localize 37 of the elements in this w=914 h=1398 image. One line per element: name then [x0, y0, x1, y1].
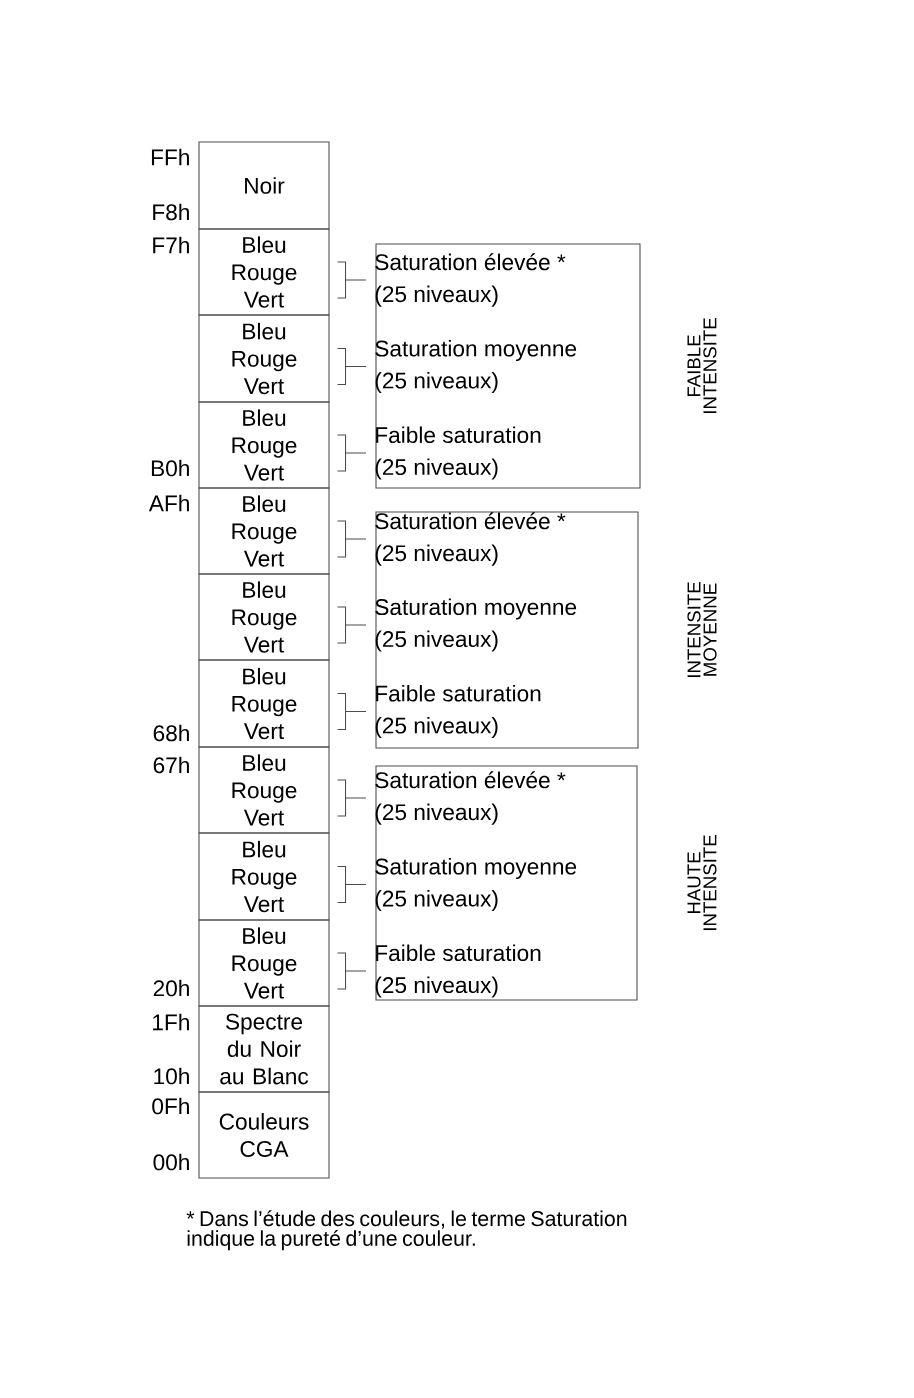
node-label: HAUTE INTENSITE	[687, 835, 717, 931]
hex-address-label: F8h	[153, 203, 189, 221]
footnote: * Dans l’étude des couleurs, le terme Saturation indique la pureté d’une couleur.	[186, 1210, 627, 1251]
memory-cell: Noir	[198, 141, 330, 230]
node-label: INTENSITE MOYENNE	[687, 582, 717, 678]
saturation-label: Saturation moyenne (25 niveaux)	[375, 339, 577, 394]
memory-cell: Bleu Rouge Vert	[198, 659, 330, 748]
saturation-label: Faible saturation (25 niveaux)	[375, 684, 541, 739]
saturation-label: Faible saturation (25 niveaux)	[375, 944, 541, 998]
memory-cell: Bleu Rouge Vert	[198, 487, 330, 575]
saturation-label: Saturation élevée * (25 niveaux)	[375, 771, 566, 825]
hex-address-label: 10h	[154, 1067, 189, 1085]
memory-cell: Bleu Rouge Vert	[198, 746, 330, 834]
node-label: FAIBLE INTENSITE	[687, 318, 717, 414]
hex-address-label: 67h	[153, 756, 189, 774]
hex-address-label: 68h	[153, 724, 189, 742]
hex-address-label: 1Fh	[153, 1013, 189, 1031]
saturation-label: Saturation élevée * (25 niveaux)	[375, 253, 566, 307]
memory-cell: Bleu Rouge Vert	[198, 314, 330, 403]
hex-address-label: F7h	[153, 236, 189, 254]
hex-address-label: 00h	[153, 1153, 189, 1171]
memory-cell: Bleu Rouge Vert	[198, 919, 330, 1007]
saturation-label: Saturation moyenne (25 niveaux)	[375, 857, 577, 912]
memory-cell: Spectre du Noir au Blanc	[198, 1005, 330, 1093]
saturation-label: Faible saturation (25 niveaux)	[375, 426, 541, 480]
saturation-label: Saturation élevée * (25 niveaux)	[375, 512, 566, 566]
saturation-label: Saturation moyenne (25 niveaux)	[375, 598, 577, 652]
hex-address-label: B0h	[151, 459, 189, 477]
memory-cell: Bleu Rouge Vert	[198, 573, 330, 661]
hex-address-label: 0Fh	[152, 1097, 189, 1115]
memory-cell: Couleurs CGA	[198, 1091, 330, 1179]
hex-address-label: 20h	[153, 979, 189, 997]
memory-cell: Bleu Rouge Vert	[198, 832, 330, 921]
hex-address-label: FFh	[151, 148, 189, 166]
memory-cell: Bleu Rouge Vert	[198, 401, 330, 489]
memory-cell: Bleu Rouge Vert	[198, 228, 330, 316]
hex-address-label: AFh	[148, 494, 189, 512]
